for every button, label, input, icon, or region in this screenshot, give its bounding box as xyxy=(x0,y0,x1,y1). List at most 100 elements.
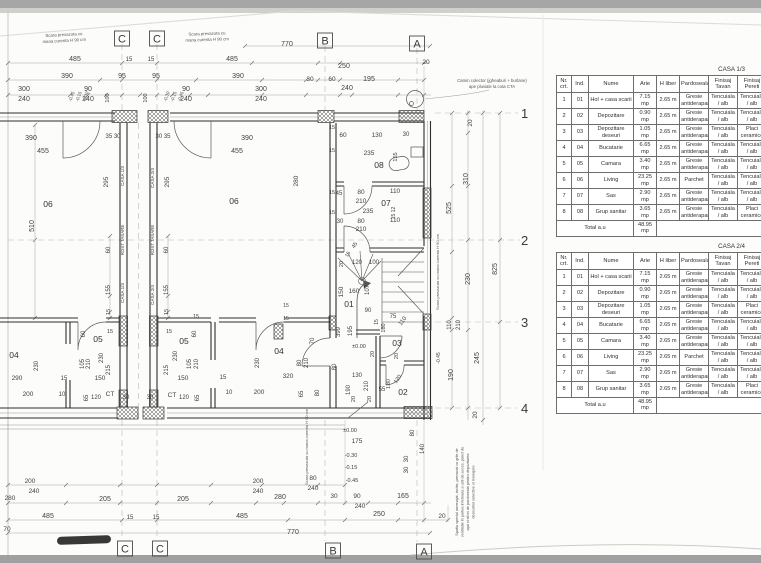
table-cell: 04 xyxy=(571,140,589,157)
dimension-line xyxy=(107,233,113,239)
total-value: 48.95 mp xyxy=(633,397,657,414)
dimension-label: 525 xyxy=(446,202,453,214)
table-cell: Placi ceramice xyxy=(737,124,761,141)
dimension-label: 300 xyxy=(18,86,30,93)
dimension-label: 15 xyxy=(283,303,289,309)
table-cell: 5 xyxy=(556,333,572,350)
table-cell: 2.65 m xyxy=(656,108,680,125)
axis-number: 3 xyxy=(521,315,528,330)
dimension-label: 240 xyxy=(180,96,192,103)
fixtures xyxy=(388,90,424,171)
dimension-line xyxy=(32,237,38,243)
dimension-label: 210 xyxy=(86,358,92,369)
dimension-label: 30 35 xyxy=(155,134,171,140)
table-cell: Gresie antiderapanta xyxy=(679,301,709,318)
table-cell: Depozitare deseuri xyxy=(588,301,634,318)
dimension-label: 110 xyxy=(390,188,401,195)
dimension-label: 390 xyxy=(61,73,73,80)
axis-box-c1-bottom xyxy=(117,540,133,557)
total-value: 48.95 mp xyxy=(633,220,657,237)
table-cell: 2.90 mp xyxy=(633,188,657,205)
table-cell: 6 xyxy=(556,349,572,366)
dimension-line xyxy=(342,500,348,506)
dimension-label: 100 xyxy=(105,93,111,102)
dimension-label: 190 xyxy=(346,384,352,395)
table-cell: Gresie antiderapanta xyxy=(679,317,709,334)
note-text: Camin colector (jgheaburi + burlane)ape … xyxy=(457,78,527,89)
dimension-label: 195 xyxy=(348,325,354,336)
dimension-line xyxy=(103,92,109,98)
table-cell: Gresie antiderapanta xyxy=(679,365,709,382)
dimension-label: 455 xyxy=(37,148,49,155)
dimension-label: 110 xyxy=(390,217,401,224)
dimension-label: -0.15 xyxy=(169,90,177,102)
dimension-label: 70 xyxy=(310,337,316,344)
dimension-line xyxy=(63,482,69,488)
dimension-line xyxy=(253,500,259,506)
dimension-label: 80 xyxy=(357,218,365,225)
note-leader-line xyxy=(424,89,490,100)
dimension-line xyxy=(259,92,265,98)
table-cell: 2.65 m xyxy=(656,333,680,350)
dimension-label: 1.80 xyxy=(386,379,392,389)
dimension-label: -0.45 xyxy=(176,90,184,102)
dimension-line xyxy=(169,92,175,98)
dimension-label: 200 xyxy=(254,389,265,396)
sink-fixture xyxy=(410,146,424,158)
table-cell: Tencuiala / alb xyxy=(708,108,738,125)
dimension-label: 485 xyxy=(42,513,54,520)
dimension-line xyxy=(465,183,471,189)
dimension-label: 230 xyxy=(99,352,105,363)
table-cell: 2.65 m xyxy=(656,156,680,173)
dimension-line xyxy=(427,530,433,536)
dimension-line xyxy=(465,405,471,411)
column-header: Nume xyxy=(588,252,634,270)
dimension-label: 230 xyxy=(173,350,179,361)
dimension-label: 390 xyxy=(25,135,37,142)
dimension-label: 30 xyxy=(404,455,410,462)
wall-name-label: CASA 2/4 xyxy=(150,285,155,305)
dimension-label: 180 xyxy=(381,323,387,332)
scan-smudge xyxy=(57,535,111,545)
note-text: Scara prevazuta cu mana curenta H 90 cm xyxy=(435,233,440,310)
dimension-label: 120 xyxy=(91,395,102,401)
grid-markers xyxy=(114,30,432,560)
dimension-label: 20 xyxy=(339,261,345,267)
table-cell: Hol + casa scarii xyxy=(588,92,634,109)
elevation-label: -0.30 xyxy=(345,453,358,459)
total-label: Total a.u xyxy=(556,397,634,414)
dimension-label: 30 xyxy=(337,219,344,225)
dimension-line xyxy=(342,517,348,523)
column-header: Finisaj Pereti xyxy=(737,75,761,93)
dimension-label: 105 xyxy=(80,358,86,369)
wall-name-label: ROST TASARE xyxy=(120,225,125,256)
dimension-line xyxy=(395,517,401,523)
table-cell: Gresie antiderapanta xyxy=(679,269,709,286)
table-cell: 2.65 m xyxy=(656,140,680,157)
toilet-fixture xyxy=(388,156,410,171)
dimension-label: 100 xyxy=(143,93,149,102)
table-cell: Tencuiala / alb xyxy=(708,140,738,157)
dimension-label: 45 xyxy=(336,191,343,197)
note-text: Scara prevazuta cu mana curenta H 90 cm xyxy=(304,408,309,485)
walls xyxy=(0,112,432,420)
dimension-line xyxy=(119,92,125,98)
room-number-label: 06 xyxy=(229,196,239,206)
table-cell: Gresie antiderapanta xyxy=(679,124,709,141)
table-cell: Parchet xyxy=(679,172,709,189)
table-cell: Tencuiala / alb xyxy=(708,349,738,366)
dimension-label: 310 xyxy=(463,173,470,185)
column-header: Pardoseala xyxy=(679,75,709,93)
table-cell: 07 xyxy=(571,365,589,382)
dimension-label: 200 xyxy=(23,391,34,398)
dimension-label: 210 xyxy=(194,358,200,369)
room-number-label: 04 xyxy=(9,350,19,360)
dimension-label: 295 xyxy=(103,176,110,187)
dimension-label: 60 xyxy=(192,330,198,337)
